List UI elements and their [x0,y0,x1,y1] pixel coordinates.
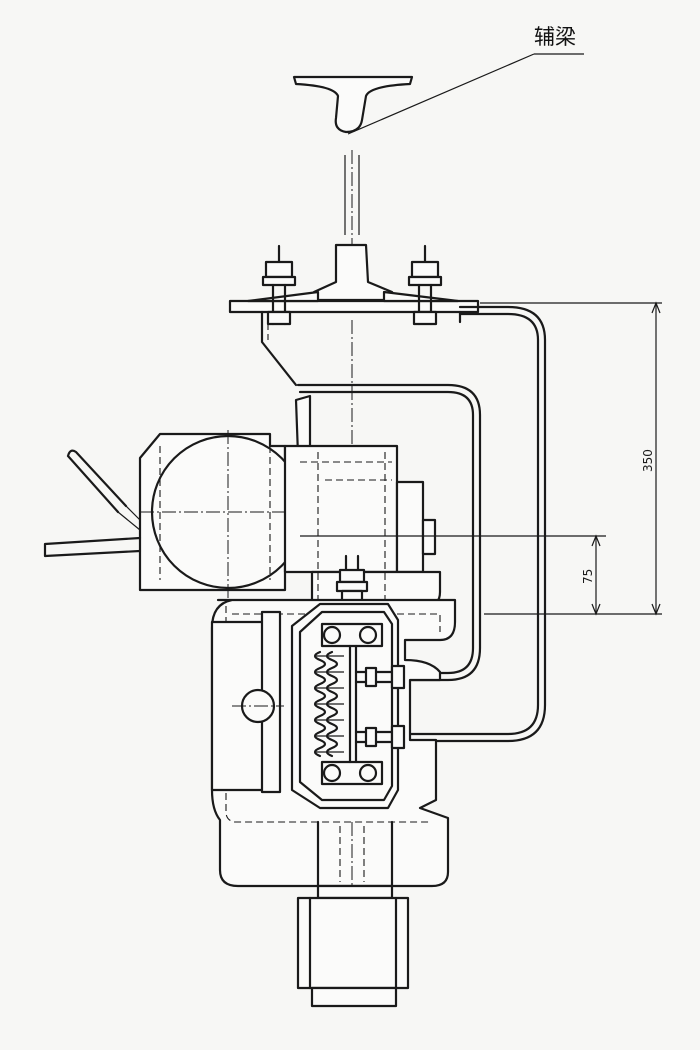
beam-label: 辅梁 [534,25,576,49]
stud-nut [335,554,369,607]
inner-cable-pipe [296,383,482,682]
right-clamp-bolt [407,244,443,326]
collector-cylinder [296,884,410,1008]
left-clamp-bolt [261,244,297,326]
beam-leader-line [347,53,584,135]
drive-handle [43,449,142,558]
outer-cable-pipe [402,305,547,743]
contact-springs [313,650,344,758]
bottom-shaft [316,820,394,896]
auxiliary-beam [292,75,414,302]
dimension-75: 75 [300,534,606,616]
dimension-350-text: 350 [641,449,655,472]
dimension-75-text: 75 [581,569,595,584]
dimension-350: 350 [480,301,662,616]
collector-shoe [290,602,400,810]
upper-terminal-bolt [354,664,406,690]
clamp-plate [228,290,480,387]
lower-terminal-bolt [354,724,406,750]
motor-housing [138,430,312,598]
